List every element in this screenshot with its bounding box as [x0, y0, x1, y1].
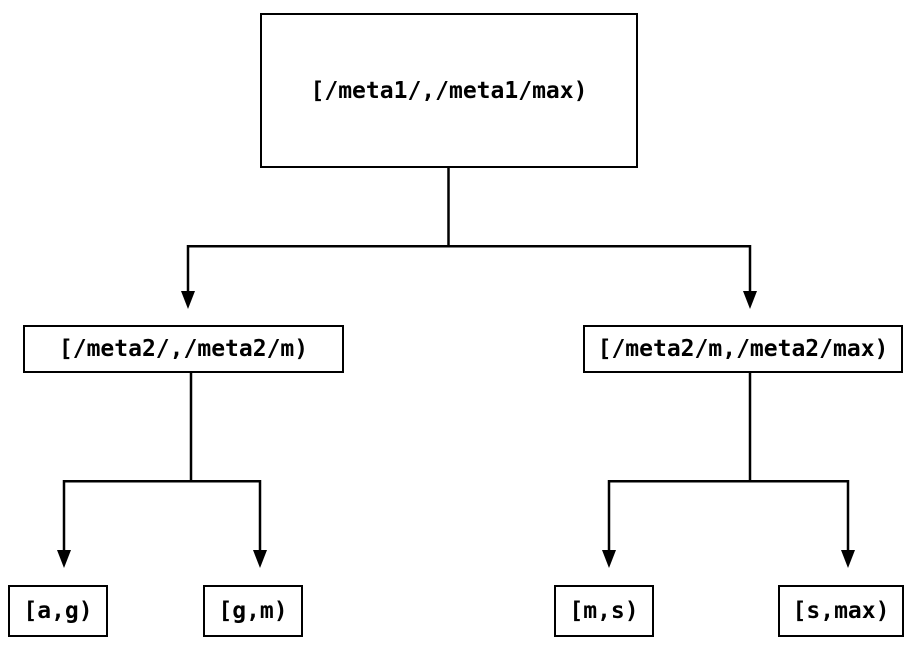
arrowhead-to-leaf-ms [602, 550, 616, 568]
arrowhead-to-right-node [743, 291, 757, 309]
node-leaf-g-m: [g,m) [203, 585, 303, 637]
edge-root-branch [186, 245, 752, 292]
edge-right-branch [607, 480, 850, 551]
node-leaf-a-g: [a,g) [8, 585, 108, 637]
arrowhead-to-leaf-gm [253, 550, 267, 568]
arrowhead-to-leaf-ag [57, 550, 71, 568]
node-meta2-lower-range: [/meta2/,/meta2/m) [23, 325, 344, 373]
node-meta2-upper-range: [/meta2/m,/meta2/max) [583, 325, 903, 373]
node-root-meta1-range: [/meta1/,/meta1/max) [260, 13, 638, 168]
arrowhead-to-leaf-smax [841, 550, 855, 568]
arrowhead-to-left-node [181, 291, 195, 309]
edge-left-branch [62, 480, 262, 551]
node-leaf-m-s: [m,s) [554, 585, 654, 637]
node-leaf-s-max: [s,max) [778, 585, 904, 637]
